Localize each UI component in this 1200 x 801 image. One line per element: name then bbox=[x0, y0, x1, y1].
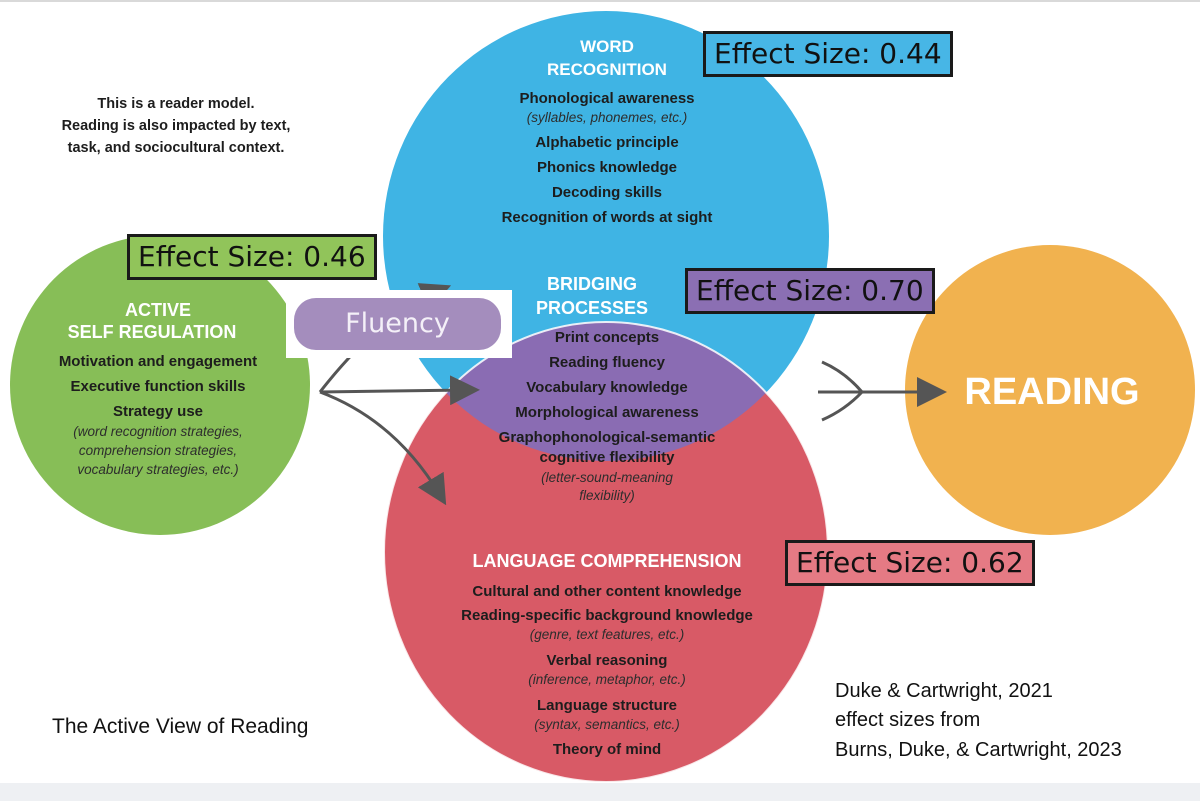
lc-item-2: (genre, text features, etc.) bbox=[530, 627, 685, 642]
effect-size-word-recognition: Effect Size: 0.44 bbox=[703, 31, 953, 77]
effect-size-bridging: Effect Size: 0.70 bbox=[685, 268, 935, 314]
wr-item-2: Alphabetic principle bbox=[535, 134, 678, 151]
asr-item-1: Executive function skills bbox=[70, 378, 245, 395]
asr-item-3: (word recognition strategies, bbox=[73, 424, 243, 439]
citation-line-0: Duke & Cartwright, 2021 bbox=[835, 680, 1053, 702]
asr-title-2: SELF REGULATION bbox=[68, 322, 237, 342]
wr-item-5: Recognition of words at sight bbox=[502, 209, 713, 226]
bp-item-1: Reading fluency bbox=[549, 354, 666, 371]
wr-item-3: Phonics knowledge bbox=[537, 159, 677, 176]
asr-item-4: comprehension strategies, bbox=[79, 443, 237, 458]
language-comprehension-circle bbox=[384, 322, 828, 782]
lc-item-1: Reading-specific background knowledge bbox=[461, 607, 753, 624]
bp-item-4: Graphophonological-semantic bbox=[499, 429, 716, 446]
reader-model-note: This is a reader model. Reading is also … bbox=[62, 96, 291, 156]
diagram-caption: The Active View of Reading bbox=[52, 715, 308, 738]
active-self-regulation-circle bbox=[10, 235, 310, 535]
fluency-label: Fluency bbox=[294, 298, 501, 350]
bp-item-0: Print concepts bbox=[555, 329, 659, 346]
asr-item-2: Strategy use bbox=[113, 403, 203, 420]
reading-label: READING bbox=[964, 371, 1139, 413]
bp-item-7: flexibility) bbox=[579, 488, 635, 503]
citation: Duke & Cartwright, 2021 effect sizes fro… bbox=[835, 680, 1122, 761]
bp-item-5: cognitive flexibility bbox=[539, 449, 675, 466]
wr-item-1: (syllables, phonemes, etc.) bbox=[527, 110, 688, 125]
lc-item-0: Cultural and other content knowledge bbox=[472, 583, 741, 600]
word-recognition-title-2: RECOGNITION bbox=[547, 60, 667, 79]
bottom-band bbox=[0, 783, 1200, 801]
lc-item-4: (inference, metaphor, etc.) bbox=[528, 672, 686, 687]
asr-item-5: vocabulary strategies, etc.) bbox=[77, 462, 238, 477]
note-line-1: Reading is also impacted by text, bbox=[62, 118, 291, 134]
bridging-processes-text: BRIDGING PROCESSES Print concepts Readin… bbox=[499, 274, 716, 503]
lc-item-7: Theory of mind bbox=[553, 741, 661, 758]
effect-size-self-regulation: Effect Size: 0.46 bbox=[127, 234, 377, 280]
effect-size-language-comprehension: Effect Size: 0.62 bbox=[785, 540, 1035, 586]
bridging-title-1: BRIDGING bbox=[547, 274, 637, 294]
lc-item-3: Verbal reasoning bbox=[547, 652, 668, 669]
note-line-2: task, and sociocultural context. bbox=[68, 140, 285, 156]
bridging-title-2: PROCESSES bbox=[536, 298, 648, 318]
asr-item-0: Motivation and engagement bbox=[59, 353, 257, 370]
lc-item-6: (syntax, semantics, etc.) bbox=[534, 717, 680, 732]
language-comprehension-text: LANGUAGE COMPREHENSION Cultural and othe… bbox=[461, 551, 753, 758]
top-divider bbox=[0, 0, 1200, 2]
bp-item-6: (letter-sound-meaning bbox=[541, 470, 673, 485]
wr-item-0: Phonological awareness bbox=[519, 90, 694, 107]
bp-item-2: Vocabulary knowledge bbox=[526, 379, 687, 396]
citation-line-1: effect sizes from bbox=[835, 709, 980, 731]
reading-arrows bbox=[818, 360, 947, 422]
word-recognition-title-1: WORD bbox=[580, 37, 634, 56]
bp-item-3: Morphological awareness bbox=[515, 404, 698, 421]
wr-item-4: Decoding skills bbox=[552, 184, 662, 201]
note-line-0: This is a reader model. bbox=[97, 96, 254, 112]
word-recognition-text: WORD RECOGNITION Phonological awareness … bbox=[502, 37, 713, 226]
active-self-regulation-text: ACTIVE SELF REGULATION Motivation and en… bbox=[59, 300, 257, 477]
citation-line-2: Burns, Duke, & Cartwright, 2023 bbox=[835, 739, 1122, 761]
asr-title-1: ACTIVE bbox=[125, 300, 191, 320]
lc-title: LANGUAGE COMPREHENSION bbox=[472, 551, 741, 571]
reading-circle bbox=[905, 245, 1195, 535]
lc-item-5: Language structure bbox=[537, 697, 677, 714]
